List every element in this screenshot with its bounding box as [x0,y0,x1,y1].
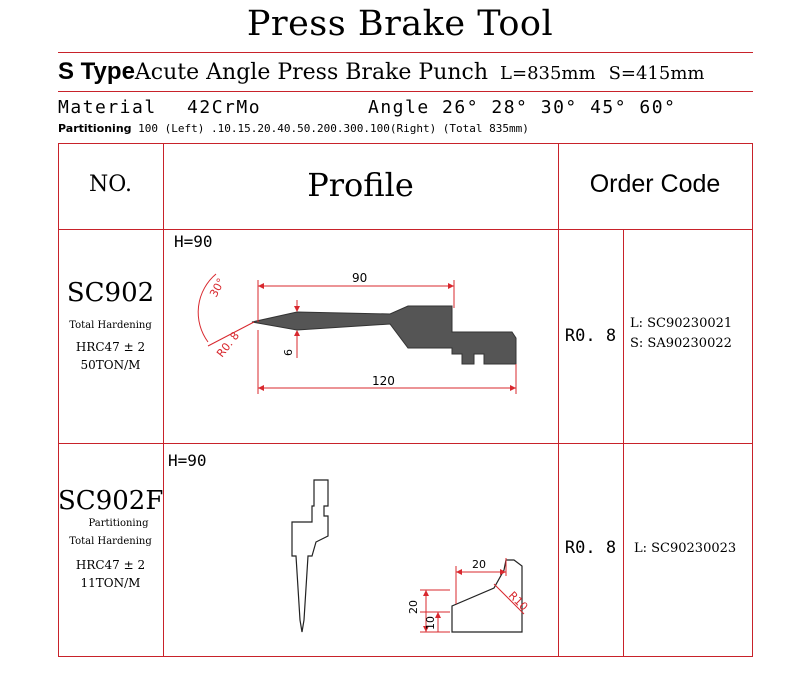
partitioning-value: 100 (Left) .10.15.20.40.50.200.300.100(R… [138,122,529,135]
row2-note-3: HRC47 ± 2 [75,558,146,572]
header-bottom-rule [58,229,753,230]
row2-tool-body [291,479,329,633]
row2-dim-w: 20 [472,558,486,571]
header-no: NO. [89,172,132,197]
row1-dim-thick: 6 [282,349,295,356]
row1-radius: R0. 8 [564,326,617,346]
row2-profile-drawing: 20 20 10 R10 [291,479,530,633]
row1-profile-drawing: 90 120 30° R0. 8 6 [197,271,517,394]
material-line: Material 42CrMo Angle 26° 28° 30° 45° 60… [58,97,675,118]
table-left-border [58,143,59,657]
material-label: Material [58,97,157,118]
table-right-border [752,143,753,657]
row1-dim-total: 120 [372,374,395,388]
col-divider-radius [623,229,624,657]
row1-order-code-l: L: SC90230021 [630,316,733,331]
row2-order-code-l: L: SC90230023 [634,541,737,556]
row1-note-2: HRC47 ± 2 [75,340,146,354]
table-bottom-rule [58,656,753,657]
row1-dim-length: 90 [352,271,367,285]
subtitle-rule [58,91,753,92]
partitioning-label: Partitioning [58,122,132,135]
col-divider-profile [558,143,559,657]
row2-detail-body [451,559,523,633]
material-value: 42CrMo [187,97,262,118]
row2-dim-h1: 20 [407,600,420,614]
row1-order-code-s: S: SA90230022 [630,336,732,351]
row1-dim-radius: R0. 8 [214,329,242,360]
angle-group: Angle 26° 28° 30° 45° 60° [368,97,676,118]
row-divider [58,443,753,444]
angle-values: 26° 28° 30° 45° 60° [442,97,677,118]
row1-note-1: Total Hardening [69,320,152,331]
col-divider-no [163,143,164,657]
row2-radius: R0. 8 [564,538,617,558]
row1-note-3: 50TON/M [80,358,141,372]
row2-height: H=90 [168,451,207,470]
type-letter: S Type [58,58,135,85]
title-rule [58,52,753,53]
row1-height: H=90 [174,232,213,251]
angle-label: Angle [368,97,430,118]
page-title: Press Brake Tool [246,4,554,44]
row1-tool-body [251,305,517,365]
short-spec: S=415mm [608,63,705,84]
row2-note-1: Partitioning [88,518,149,529]
table-top-rule [58,143,753,144]
header-profile: Profile [307,166,414,204]
row2-note-4: 11TON/M [80,576,141,590]
product-subtitle: S TypeAcute Angle Press Brake Punch L=835… [58,58,704,86]
length-spec: L=835mm [500,63,596,84]
product-name: Acute Angle Press Brake Punch [134,60,489,85]
row2-code: SC902F [58,486,164,516]
row2-dim-h2: 10 [424,616,437,630]
partitioning-line: Partitioning 100 (Left) .10.15.20.40.50.… [58,122,529,135]
row2-note-2: Total Hardening [69,536,152,547]
row1-code: SC902 [66,278,155,308]
header-order-code: Order Code [589,170,721,198]
